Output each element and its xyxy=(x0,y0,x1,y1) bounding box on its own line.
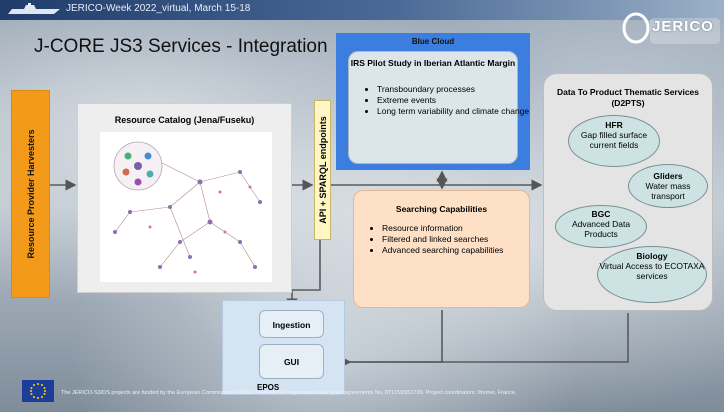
service-name: BGC xyxy=(591,209,611,219)
list-item: Extreme events xyxy=(377,95,537,105)
service-desc: Advanced Data Products xyxy=(571,219,631,239)
jerico-logo xyxy=(622,12,720,44)
irs-list: Transboundary processes Extreme events L… xyxy=(357,84,537,117)
list-item: Resource information xyxy=(382,223,547,233)
list-item: Filtered and linked searches xyxy=(382,234,547,244)
service-biology: Biology Virtual Access to ECOTAXA servic… xyxy=(597,246,707,303)
service-desc: Virtual Access to ECOTAXA services xyxy=(599,261,705,281)
graph-network-image xyxy=(100,132,272,282)
irs-pilot-study: IRS Pilot Study in Iberian Atlantic Marg… xyxy=(348,51,529,164)
service-name: Gliders xyxy=(653,171,683,181)
service-name: HFR xyxy=(605,120,623,130)
d2pts-title: Data To Product Thematic Services (D2PTS… xyxy=(556,87,700,108)
api-sparql-endpoints: API + SPARQL endpoints xyxy=(314,100,331,240)
eu-flag-icon xyxy=(22,380,54,402)
blue-cloud-title: Blue Cloud xyxy=(411,37,455,46)
ingestion-box: Ingestion xyxy=(259,310,324,338)
header-bar xyxy=(0,0,724,20)
service-desc: Gap filled surface current fields xyxy=(580,130,648,150)
searching-title: Searching Capabilities xyxy=(395,204,488,214)
service-bgc: BGC Advanced Data Products xyxy=(555,205,647,248)
irs-title: IRS Pilot Study in Iberian Atlantic Marg… xyxy=(350,58,516,68)
list-item: Transboundary processes xyxy=(377,84,537,94)
resource-provider-harvesters: Resource Provider Harvesters xyxy=(11,90,50,298)
harvester-label: Resource Provider Harvesters xyxy=(25,129,36,259)
epos-title: EPOS xyxy=(257,383,280,392)
event-label: JERICO-Week 2022_virtual, March 15-18 xyxy=(66,3,251,14)
gui-box: GUI xyxy=(259,344,324,379)
list-item: Long term variability and climate change xyxy=(377,106,537,116)
resource-catalog: Resource Catalog (Jena/Fuseku) xyxy=(77,103,292,293)
service-name: Biology xyxy=(636,251,668,261)
catalog-title: Resource Catalog (Jena/Fuseku) xyxy=(114,115,255,125)
searching-list: Resource information Filtered and linked… xyxy=(362,223,547,256)
service-gliders: Gliders Water mass transport xyxy=(628,164,708,208)
searching-capabilities: Searching Capabilities Resource informat… xyxy=(353,190,530,308)
ship-icon xyxy=(8,3,60,14)
slide-title: J-CORE JS3 Services - Integration xyxy=(34,36,328,57)
list-item: Advanced searching capabilities xyxy=(382,245,547,255)
service-desc: Water mass transport xyxy=(645,181,691,201)
funding-footer: The JERICO-S3/DS projects are funded by … xyxy=(61,390,517,396)
logo-text: JERICO xyxy=(652,18,714,35)
service-hfr: HFR Gap filled surface current fields xyxy=(568,115,660,167)
api-label: API + SPARQL endpoints xyxy=(317,116,328,224)
